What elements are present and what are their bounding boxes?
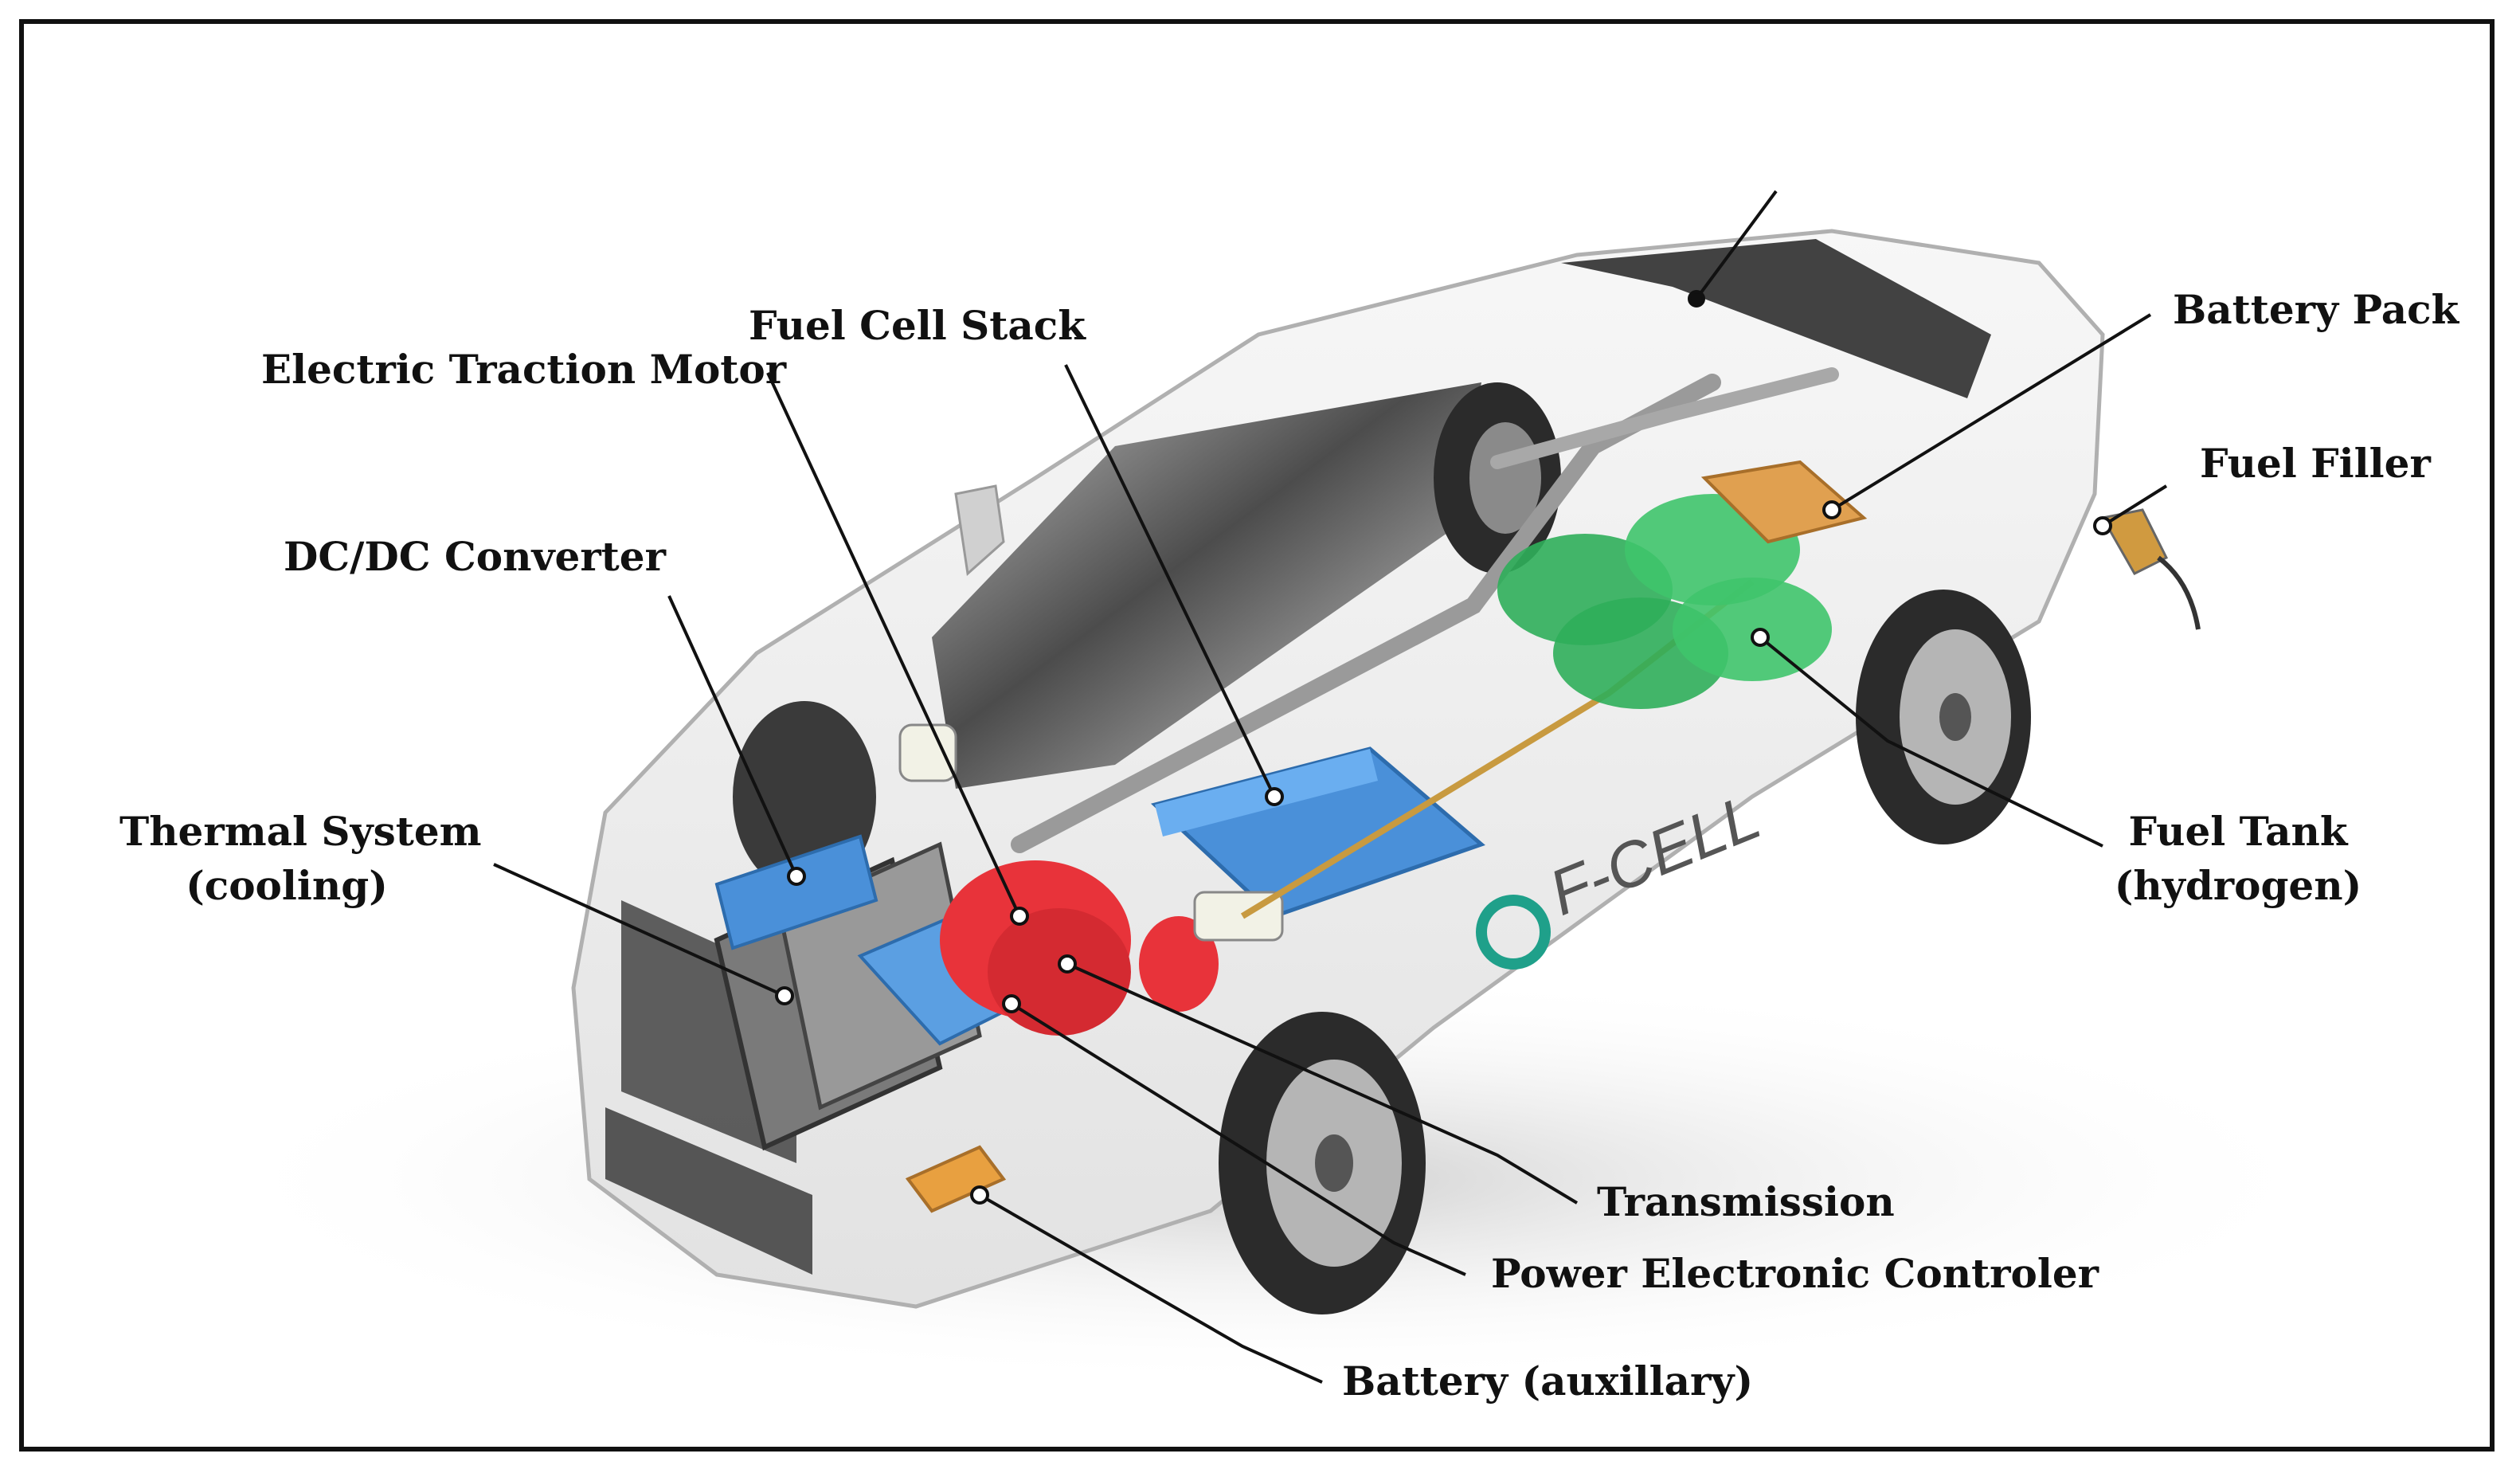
- side-mirror: [954, 484, 1005, 576]
- leader-traction-motor: [766, 372, 1021, 917]
- label-thermal-system: Thermal System (cooling): [119, 805, 482, 912]
- front-wheel-near: [1219, 1012, 1426, 1314]
- traction-motor: [940, 860, 1219, 1036]
- dot-thermal: [775, 986, 794, 1005]
- label-transmission: Transmission: [1597, 1178, 1895, 1225]
- label-thermal-system-line1: Thermal System: [119, 808, 482, 855]
- label-power-electronic-controller: Power Electronic Controler: [1491, 1250, 2099, 1297]
- leader-power-controller: [1010, 1002, 1466, 1276]
- leader-lines: [493, 190, 2168, 1384]
- label-fuel-tank-line1: Fuel Tank: [2128, 808, 2348, 855]
- dot-top: [1688, 290, 1705, 308]
- leader-thermal: [493, 863, 785, 997]
- dot-fuel-tank: [1751, 628, 1770, 647]
- leader-dcdc: [667, 595, 798, 877]
- label-thermal-system-line2: (cooling): [186, 861, 388, 909]
- windshield: [932, 382, 1481, 789]
- label-battery-auxiliary: Battery (auxillary): [1342, 1358, 1754, 1405]
- coolant-reservoir: [898, 723, 957, 782]
- label-electric-traction-motor: Electric Traction Motor: [261, 346, 787, 393]
- dcdc-converter-block: [714, 834, 878, 950]
- label-fuel-filler: Fuel Filler: [2200, 440, 2431, 487]
- leader-top: [1695, 190, 1778, 300]
- dot-dcdc: [787, 867, 806, 886]
- label-fuel-tank-line2: (hydrogen): [2114, 861, 2362, 909]
- dot-traction-motor: [1010, 907, 1029, 926]
- leader-aux-battery: [979, 1193, 1323, 1384]
- leader-battery-pack: [1830, 313, 2152, 511]
- aux-battery-block: [905, 1145, 1007, 1213]
- rear-wheel-near: [1856, 590, 2031, 844]
- fcell-branding: [1476, 895, 1551, 970]
- dot-battery-pack: [1822, 500, 1841, 519]
- leader-transmission: [1066, 962, 1579, 1205]
- label-fuel-tank: Fuel Tank (hydrogen): [2111, 805, 2365, 912]
- dot-fuel-filler: [2093, 516, 2112, 535]
- dot-aux-battery: [970, 1185, 989, 1205]
- label-fuel-cell-stack: Fuel Cell Stack: [749, 302, 1086, 349]
- leader-fuel-filler: [2101, 484, 2168, 527]
- dot-power-controller: [1002, 994, 1021, 1013]
- dot-transmission: [1058, 954, 1077, 974]
- label-dcdc-converter: DC/DC Converter: [284, 533, 666, 580]
- leader-dots: [775, 290, 2112, 1205]
- leader-fuel-cell-stack: [1064, 364, 1276, 797]
- leader-fuel-tank: [1759, 636, 2103, 848]
- fuel-filler-nozzle: [2100, 508, 2201, 630]
- roof-edge: [1561, 239, 1991, 398]
- dot-fuel-cell-stack: [1265, 787, 1284, 806]
- chassis-rail-2: [1490, 367, 1839, 469]
- battery-pack-block: [1700, 460, 1868, 544]
- label-battery-pack: Battery Pack: [2173, 286, 2459, 333]
